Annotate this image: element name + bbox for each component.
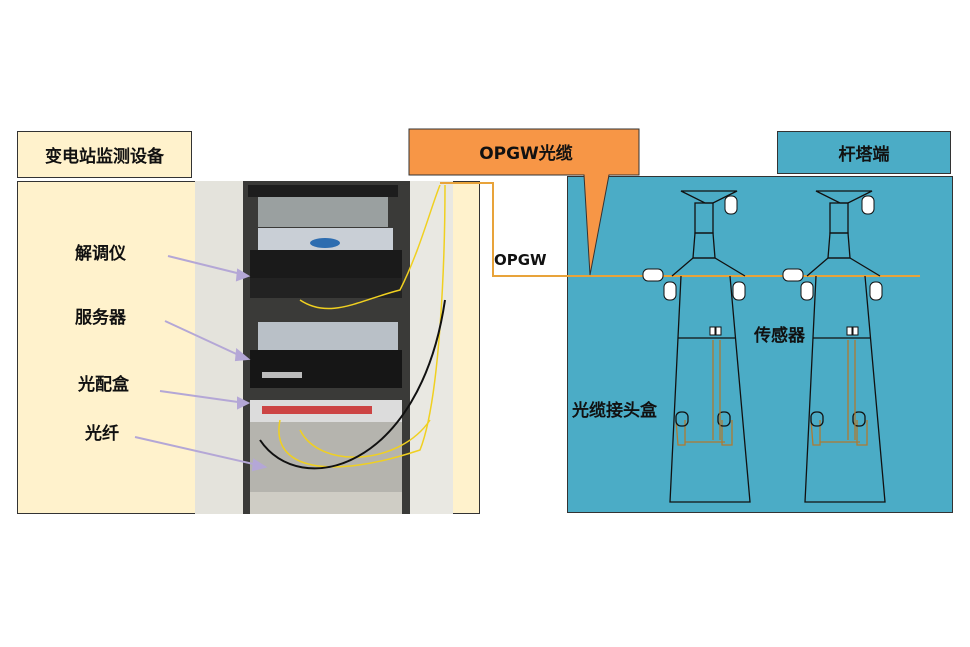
opgw-callout-label: OPGW光缆 [479,143,573,164]
odf-label: 光配盒 [77,374,130,395]
black-cable [259,299,446,470]
sensor-label: 传感器 [753,325,806,346]
substation-equipment-label: 变电站监测设备 [17,131,192,178]
splice-box-label: 光缆接头盒 [571,400,658,421]
tower-left [669,190,751,503]
tower-end-label: 杆塔端 [777,131,951,174]
opgw-callout [408,128,640,276]
opgw-line-label: OPGW [494,251,547,269]
tower-end-text: 杆塔端 [838,145,890,165]
callout-arrows [134,255,268,472]
tower-right [804,190,886,503]
fiber-label: 光纤 [84,423,119,444]
demodulator-label: 解调仪 [75,243,127,264]
equipment-rack-photo [195,181,453,514]
tower-left-insulators [642,195,746,336]
tower-right-insulators [782,195,883,336]
fiber-cables [278,184,446,468]
server-label: 服务器 [75,307,127,328]
tower-panel [567,176,953,513]
substation-equipment-text: 变电站监测设备 [45,147,164,167]
opgw-cable-line [440,182,920,277]
